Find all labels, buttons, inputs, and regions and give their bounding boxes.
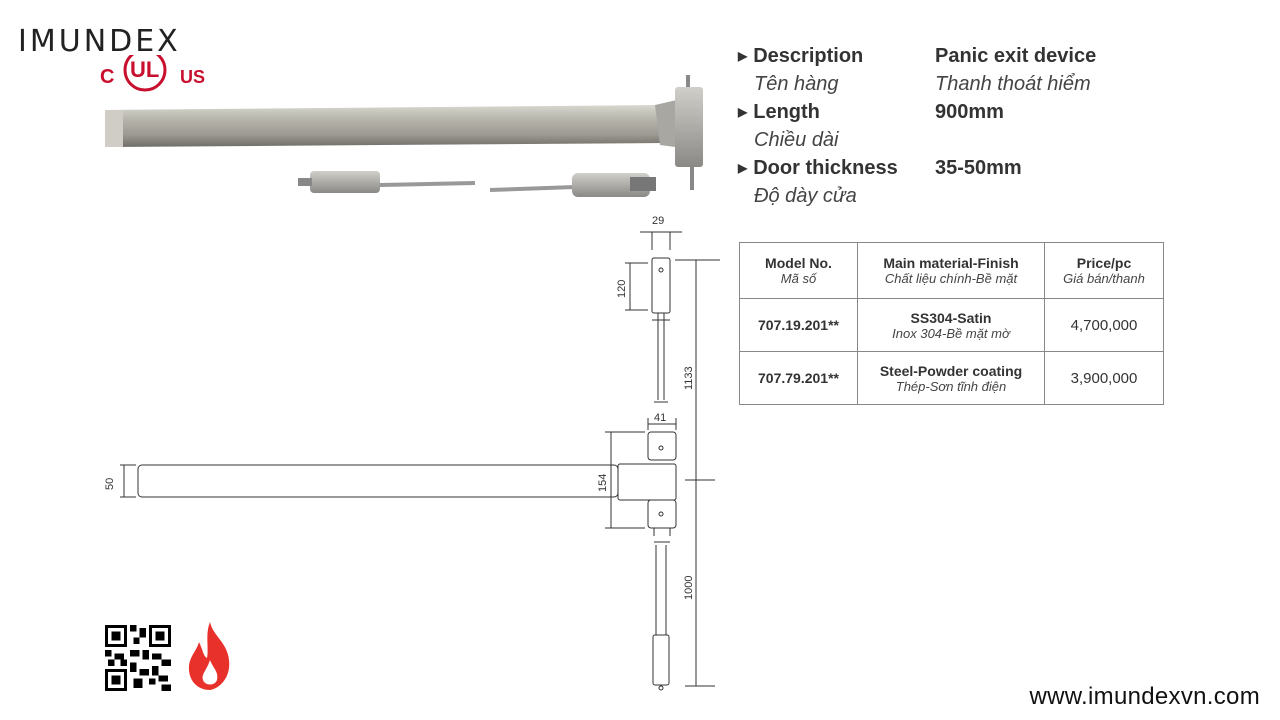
spec-subrow-length: Chiều dài <box>738 129 1158 157</box>
svg-text:US: US <box>180 67 205 87</box>
header-model: Model No.Mã số <box>739 242 858 299</box>
website-url: www.imundexvn.com <box>1029 683 1260 710</box>
cell-model: 707.19.201** <box>739 298 858 352</box>
svg-text:120: 120 <box>616 280 628 298</box>
spec-row-door-thickness: ▶ Door thickness 35-50mm <box>738 157 1158 185</box>
spec-sub-label: Chiều dài <box>754 129 839 151</box>
spec-label: Door thickness <box>753 157 898 179</box>
spec-value: 900mm <box>935 101 1004 123</box>
brand-logo: IMUNDEX <box>18 24 181 59</box>
bullet-triangle-icon: ▶ <box>738 105 748 119</box>
spec-sub-label: Tên hàng <box>754 73 839 95</box>
bullet-triangle-icon: ▶ <box>738 161 748 175</box>
qr-code-icon <box>105 625 171 691</box>
cell-model: 707.79.201** <box>739 351 858 405</box>
spec-value: 35-50mm <box>935 157 1022 179</box>
spec-label: Description <box>753 45 864 67</box>
spec-label: Length <box>753 101 820 123</box>
spec-sub-label: Độ dày cửa <box>754 185 857 207</box>
svg-text:41: 41 <box>654 412 666 424</box>
svg-text:29: 29 <box>652 215 664 227</box>
spec-subrow-door-thickness: Độ dày cửa <box>738 185 1158 213</box>
spec-list: ▶ Description Panic exit device Tên hàng … <box>738 45 1158 213</box>
svg-text:1000: 1000 <box>683 576 695 600</box>
spec-value: Panic exit device <box>935 45 1097 67</box>
spec-row-description: ▶ Description Panic exit device <box>738 45 1158 73</box>
svg-text:154: 154 <box>597 474 609 492</box>
bullet-triangle-icon: ▶ <box>738 49 748 63</box>
cell-price: 3,900,000 <box>1044 351 1164 405</box>
spec-sub-value: Thanh thoát hiểm <box>935 73 1091 95</box>
svg-text:1133: 1133 <box>683 366 695 390</box>
ul-certification-icon: C UL US <box>100 55 205 92</box>
cell-price: 4,700,000 <box>1044 298 1164 352</box>
svg-text:C: C <box>100 66 114 88</box>
spec-subrow-description: Tên hàng Thanh thoát hiểm <box>738 73 1158 101</box>
technical-drawing: 29 120 1133 41 50 154 1000 <box>104 215 720 691</box>
fire-icon <box>188 622 230 690</box>
svg-text:50: 50 <box>104 478 116 490</box>
product-photo <box>105 75 703 197</box>
spec-row-length: ▶ Length 900mm <box>738 101 1158 129</box>
svg-text:UL: UL <box>130 57 159 82</box>
